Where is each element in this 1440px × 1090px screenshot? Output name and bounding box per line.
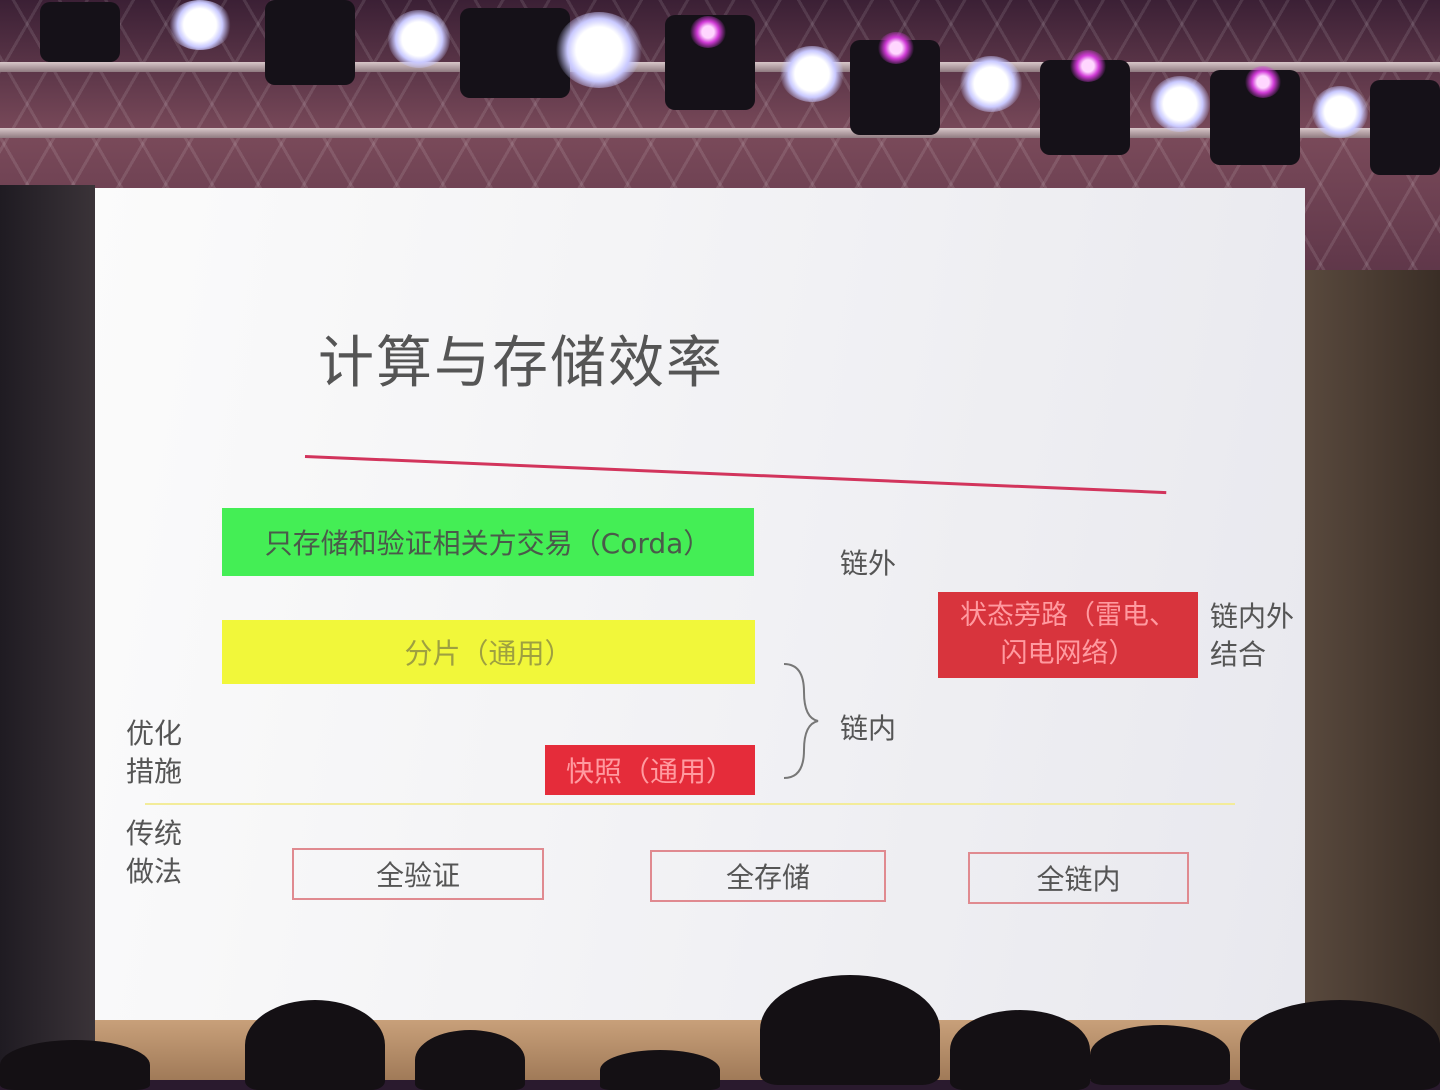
label-hybrid-line2: 结合	[1210, 638, 1267, 671]
stage-light	[1312, 86, 1368, 138]
bar-sharding: 分片（通用）	[222, 620, 755, 684]
stage-panel-right	[1300, 270, 1440, 1080]
bar-snapshot: 快照（通用）	[545, 745, 755, 795]
light-fixture	[40, 2, 120, 62]
label-off-chain: 链外	[840, 547, 897, 580]
stage-light	[1245, 66, 1281, 98]
stage-light	[388, 10, 450, 68]
audience-head	[0, 1040, 150, 1090]
stage-light	[960, 56, 1022, 112]
light-fixture	[1370, 80, 1440, 175]
curly-brace-icon	[783, 663, 819, 779]
stage-light	[878, 32, 914, 64]
truss-beam-middle	[0, 128, 1440, 138]
stage-light	[168, 0, 232, 50]
bar-state-channel-line1: 状态旁路（雷电、	[960, 600, 1176, 631]
stage-panel-left	[0, 185, 95, 1080]
audience-head	[1240, 1000, 1440, 1090]
slide-title: 计算与存储效率	[318, 331, 724, 396]
stage-light	[780, 46, 844, 102]
label-hybrid-line1: 链内外	[1210, 600, 1295, 633]
stage-light	[556, 12, 642, 88]
bar-state-channel: 状态旁路（雷电、 闪电网络）	[938, 592, 1198, 678]
audience-head	[415, 1030, 525, 1090]
divider-line	[145, 803, 1235, 805]
light-fixture	[460, 8, 570, 98]
label-on-chain: 链内	[840, 712, 897, 745]
audience-head	[760, 975, 940, 1085]
stage-light	[1150, 76, 1210, 132]
label-optimization-line2: 措施	[126, 755, 183, 788]
box-full-verification: 全验证	[292, 848, 544, 900]
label-traditional-line2: 做法	[126, 855, 183, 888]
bar-state-channel-line2: 闪电网络）	[1000, 638, 1136, 669]
bar-corda: 只存储和验证相关方交易（Corda）	[222, 508, 754, 576]
label-traditional: 传统 做法	[126, 815, 182, 891]
audience-head	[600, 1050, 720, 1090]
label-hybrid: 链内外 结合	[1210, 598, 1294, 674]
box-full-storage: 全存储	[650, 850, 886, 902]
stage-light	[690, 16, 726, 48]
label-traditional-line1: 传统	[126, 817, 183, 850]
audience-head	[1090, 1025, 1230, 1085]
audience-head	[245, 1000, 385, 1090]
audience-head	[950, 1010, 1090, 1090]
label-optimization: 优化 措施	[126, 715, 182, 791]
box-full-on-chain: 全链内	[968, 852, 1189, 904]
stage-light	[1070, 50, 1106, 82]
light-fixture	[265, 0, 355, 85]
label-optimization-line1: 优化	[126, 717, 183, 750]
